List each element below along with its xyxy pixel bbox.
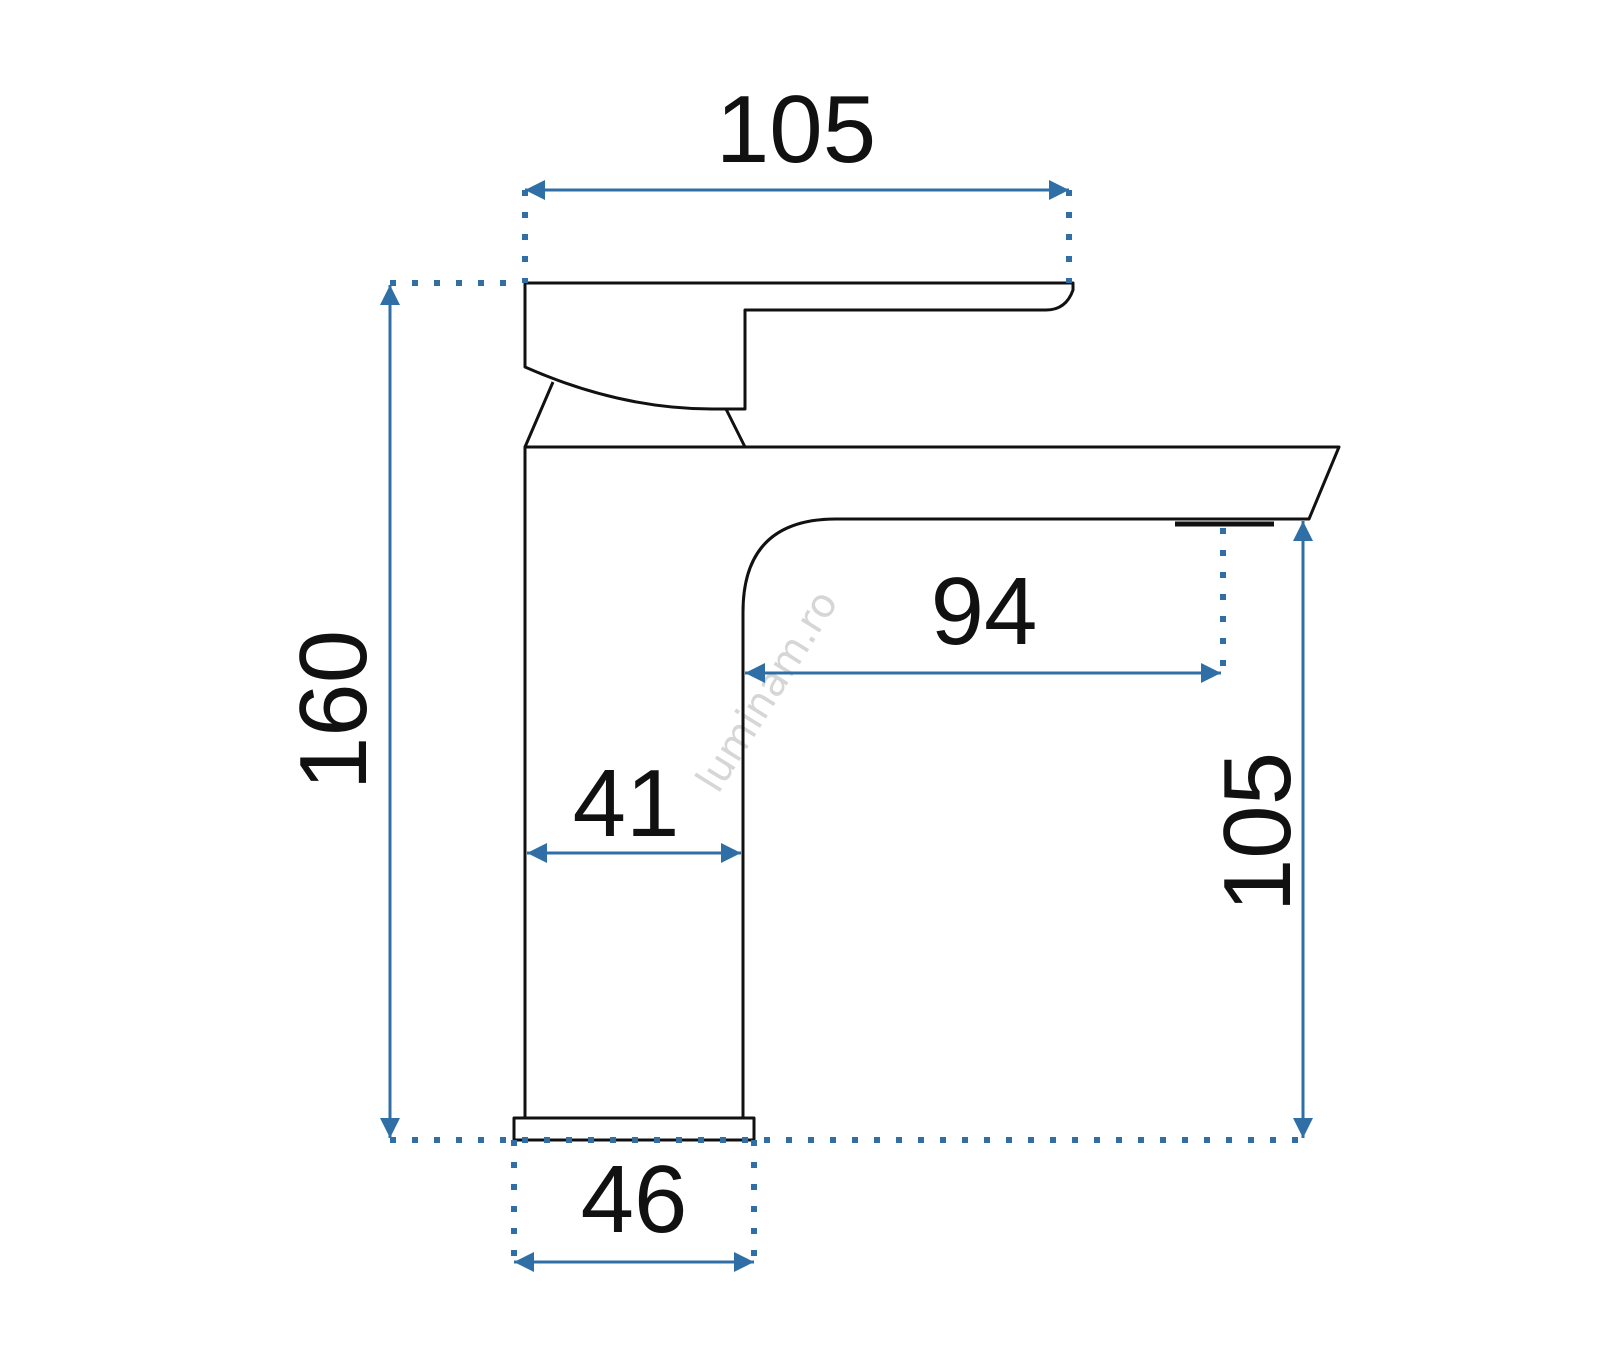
- dimension-lines: [380, 180, 1313, 1272]
- label-total-height: 160: [280, 630, 387, 790]
- lever-handle: [523, 281, 1075, 411]
- label-body-width: 41: [573, 750, 680, 857]
- label-base-width: 46: [581, 1146, 688, 1253]
- faucet-body: [523, 445, 1341, 1118]
- faucet-outline: [512, 281, 1341, 1142]
- cartridge-neck: [523, 381, 747, 448]
- watermark: luminam.ro: [687, 582, 847, 800]
- label-handle-length: 105: [716, 76, 876, 183]
- label-spout-reach: 94: [931, 558, 1038, 665]
- base-plate: [512, 1116, 756, 1142]
- extension-lines: [390, 190, 1305, 1262]
- label-spout-height: 105: [1204, 752, 1311, 912]
